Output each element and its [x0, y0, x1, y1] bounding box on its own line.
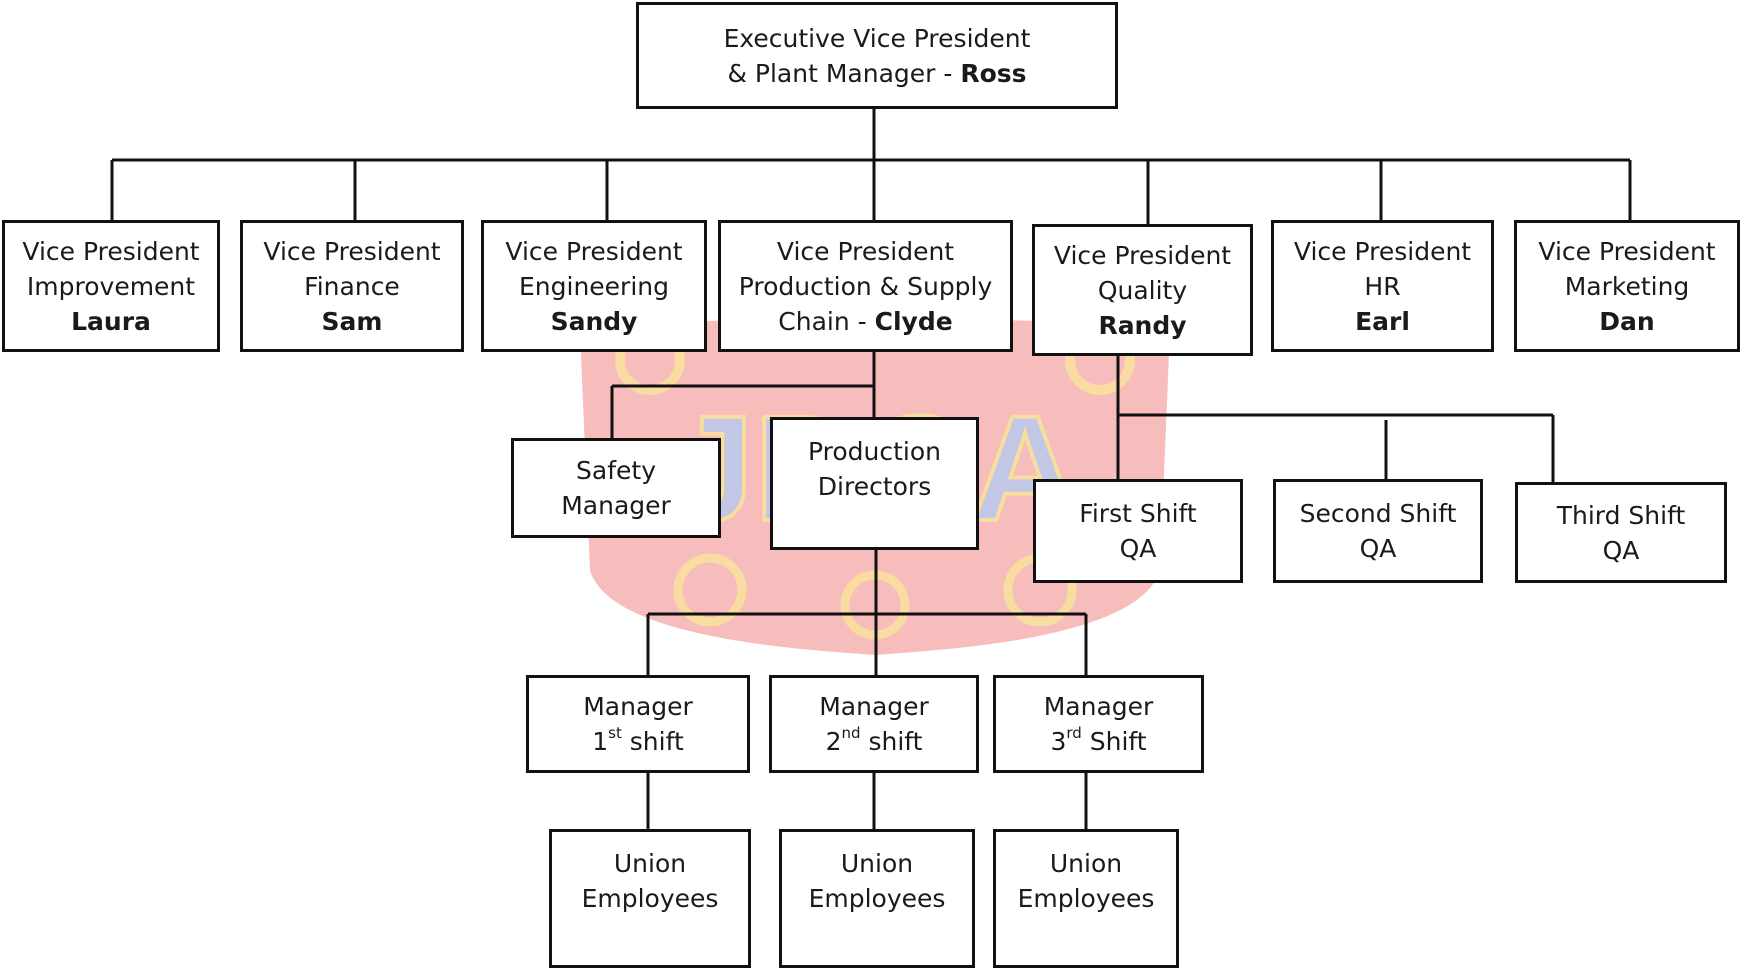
- vp-name: Sandy: [550, 306, 638, 336]
- box-union-employees-1: Union Employees: [549, 829, 751, 968]
- safety-line2: Manager: [561, 491, 671, 520]
- manager-shift-word: shift: [629, 727, 684, 756]
- qa-line2: QA: [1602, 535, 1640, 565]
- box-vp-production: Vice President Production & Supply Chain…: [718, 220, 1013, 352]
- qa-line1: First Shift: [1079, 499, 1197, 528]
- manager-shift: 3rd Shift: [1050, 724, 1146, 759]
- box-production-directors: Production Directors: [770, 417, 979, 550]
- box-first-shift-qa: First Shift QA: [1033, 479, 1243, 583]
- qa-line2: QA: [1119, 534, 1157, 563]
- vp-name: Laura: [71, 306, 151, 336]
- vp-title: Vice President: [263, 236, 441, 266]
- vp-dept: Marketing: [1564, 271, 1690, 301]
- vp-dept: Improvement: [26, 271, 196, 301]
- manager-shift: 2nd shift: [826, 724, 923, 759]
- box-vp-quality: Vice President Quality Randy: [1032, 224, 1253, 356]
- manager-title: Manager: [819, 692, 929, 721]
- box-vp-hr: Vice President HR Earl: [1271, 220, 1494, 352]
- vp-title: Vice President: [505, 236, 683, 266]
- box-executive-vp: Executive Vice President & Plant Manager…: [636, 2, 1118, 109]
- exec-title-prefix: & Plant Manager -: [727, 58, 961, 88]
- vp-name: Earl: [1355, 306, 1410, 336]
- manager-shift-ordinal: rd: [1066, 723, 1082, 742]
- vp-dept: HR: [1364, 271, 1401, 301]
- safety-line1: Safety: [576, 456, 656, 485]
- union-line2: Employees: [1017, 884, 1155, 913]
- box-union-employees-2: Union Employees: [779, 829, 975, 968]
- vp-dept-cont: Chain -: [778, 306, 875, 336]
- box-third-shift-qa: Third Shift QA: [1515, 482, 1727, 583]
- box-vp-marketing: Vice President Marketing Dan: [1514, 220, 1740, 352]
- box-second-shift-qa: Second Shift QA: [1273, 479, 1483, 583]
- union-line1: Union: [1049, 849, 1123, 878]
- vp-title: Vice President: [1293, 236, 1472, 266]
- box-manager-1st-shift: Manager 1st shift: [526, 675, 750, 773]
- manager-title: Manager: [1043, 692, 1154, 721]
- qa-line1: Second Shift: [1299, 499, 1457, 528]
- manager-shift: 1st shift: [592, 724, 684, 759]
- prod-dir-line2: Directors: [817, 472, 932, 501]
- vp-title: Vice President: [1053, 240, 1232, 270]
- prod-dir-line1: Production: [807, 437, 941, 466]
- union-line2: Employees: [808, 884, 946, 913]
- manager-shift-num: 3: [1050, 727, 1067, 756]
- manager-title: Manager: [583, 692, 693, 721]
- union-line1: Union: [840, 849, 914, 878]
- watermark-ornament-left: [673, 553, 747, 627]
- exec-title-line1: Executive Vice President: [723, 23, 1031, 53]
- vp-title: Vice President: [22, 236, 200, 266]
- manager-shift-word: Shift: [1089, 727, 1147, 756]
- box-manager-2nd-shift: Manager 2nd shift: [769, 675, 979, 773]
- box-vp-engineering: Vice President Engineering Sandy: [481, 220, 707, 352]
- manager-shift-num: 2: [825, 727, 842, 756]
- qa-line2: QA: [1359, 534, 1397, 563]
- vp-dept: Quality: [1097, 275, 1188, 305]
- union-line1: Union: [613, 849, 687, 878]
- exec-name: Ross: [960, 58, 1027, 88]
- vp-title: Vice President: [1538, 236, 1716, 266]
- manager-shift-ordinal: st: [608, 723, 622, 742]
- box-vp-improvement: Vice President Improvement Laura: [2, 220, 220, 352]
- vp-name: Dan: [1599, 306, 1655, 336]
- manager-shift-num: 1: [592, 727, 609, 756]
- vp-title: Vice President: [776, 236, 955, 266]
- manager-shift-ordinal: nd: [841, 723, 861, 742]
- vp-dept-line2: Chain - Clyde: [778, 304, 952, 339]
- qa-line1: Third Shift: [1556, 500, 1686, 530]
- vp-dept: Finance: [304, 271, 400, 301]
- vp-name: Sam: [321, 306, 383, 336]
- manager-shift-word: shift: [868, 727, 923, 756]
- vp-name: Randy: [1098, 310, 1187, 340]
- exec-title-line2: & Plant Manager - Ross: [727, 56, 1026, 91]
- union-line2: Employees: [581, 884, 719, 913]
- box-safety-manager: Safety Manager: [511, 438, 721, 538]
- box-union-employees-3: Union Employees: [993, 829, 1179, 968]
- box-manager-3rd-shift: Manager 3rd Shift: [993, 675, 1204, 773]
- vp-dept: Production & Supply: [738, 271, 993, 301]
- box-vp-finance: Vice President Finance Sam: [240, 220, 464, 352]
- vp-dept: Engineering: [519, 271, 669, 301]
- vp-name: Clyde: [874, 306, 953, 336]
